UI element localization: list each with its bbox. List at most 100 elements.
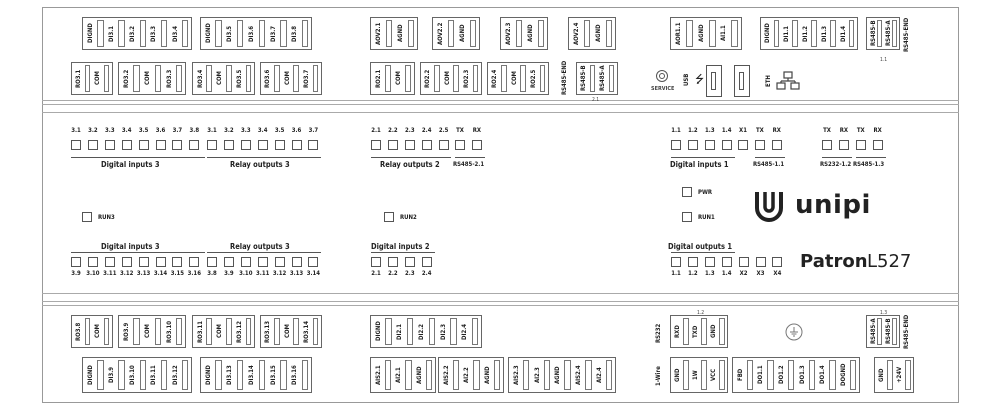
terminal-screw[interactable] — [133, 318, 140, 345]
terminal-screw[interactable] — [537, 20, 545, 47]
terminal-screw[interactable] — [500, 65, 507, 92]
terminal-screw[interactable] — [767, 360, 774, 390]
terminal-screw[interactable] — [877, 318, 883, 345]
terminal-screw[interactable] — [384, 65, 391, 92]
service-button[interactable] — [656, 70, 668, 82]
terminal-screw[interactable] — [473, 360, 480, 390]
terminal-screw[interactable] — [683, 360, 689, 390]
terminal-screw[interactable] — [830, 20, 836, 47]
terminal-screw[interactable] — [701, 318, 707, 345]
usb-port-2[interactable] — [734, 65, 750, 97]
terminal-screw[interactable] — [887, 360, 893, 390]
terminal-screw[interactable] — [433, 65, 440, 92]
terminal-screw[interactable] — [225, 318, 232, 345]
terminal-screw[interactable] — [453, 65, 460, 92]
terminal-screw[interactable] — [133, 65, 140, 92]
terminal-screw[interactable] — [520, 65, 527, 92]
terminal-screw[interactable] — [84, 318, 91, 345]
terminal-screw[interactable] — [469, 20, 477, 47]
terminal-screw[interactable] — [280, 360, 287, 390]
terminal-screw[interactable] — [494, 360, 501, 390]
terminal-screw[interactable] — [118, 20, 125, 47]
usb-port-1[interactable] — [706, 65, 722, 97]
terminal-screw[interactable] — [280, 20, 287, 47]
terminal-screw[interactable] — [589, 65, 596, 92]
terminal-screw[interactable] — [708, 20, 716, 47]
terminal-screw[interactable] — [605, 20, 613, 47]
terminal-screw[interactable] — [426, 360, 433, 390]
terminal-screw[interactable] — [543, 360, 550, 390]
terminal-screw[interactable] — [245, 65, 252, 92]
terminal-screw[interactable] — [608, 65, 615, 92]
terminal-screw[interactable] — [606, 360, 613, 390]
terminal-screw[interactable] — [258, 20, 266, 47]
terminal-screw[interactable] — [450, 318, 457, 345]
terminal-screw[interactable] — [447, 20, 455, 47]
terminal-screw[interactable] — [683, 318, 689, 345]
terminal-screw[interactable] — [312, 65, 319, 92]
terminal-screw[interactable] — [273, 65, 280, 92]
terminal-screw[interactable] — [585, 360, 592, 390]
terminal-screw[interactable] — [892, 20, 898, 47]
terminal-screw[interactable] — [258, 360, 266, 390]
terminal-screw[interactable] — [564, 360, 571, 390]
terminal-screw[interactable] — [471, 318, 479, 345]
terminal-screw[interactable] — [312, 318, 319, 345]
terminal-screw[interactable] — [301, 360, 309, 390]
terminal-screw[interactable] — [515, 20, 523, 47]
terminal-screw[interactable] — [273, 318, 280, 345]
terminal-screw[interactable] — [792, 20, 799, 47]
terminal-screw[interactable] — [154, 65, 161, 92]
terminal-screw[interactable] — [583, 20, 591, 47]
terminal-screw[interactable] — [293, 318, 300, 345]
terminal-screw[interactable] — [808, 360, 815, 390]
terminal-screw[interactable] — [154, 318, 161, 345]
terminal-screw[interactable] — [175, 65, 183, 92]
terminal-screw[interactable] — [731, 20, 739, 47]
terminal-screw[interactable] — [160, 20, 168, 47]
terminal-screw[interactable] — [103, 65, 110, 92]
terminal-screw[interactable] — [97, 360, 104, 390]
terminal-screw[interactable] — [384, 360, 391, 390]
terminal-screw[interactable] — [686, 20, 693, 47]
terminal-screw[interactable] — [829, 360, 836, 390]
terminal-screw[interactable] — [206, 65, 213, 92]
terminal-screw[interactable] — [301, 20, 309, 47]
terminal-screw[interactable] — [788, 360, 795, 390]
terminal-screw[interactable] — [701, 360, 707, 390]
terminal-screw[interactable] — [811, 20, 817, 47]
terminal-screw[interactable] — [848, 20, 855, 47]
terminal-screw[interactable] — [181, 20, 189, 47]
terminal-screw[interactable] — [160, 360, 168, 390]
terminal-screw[interactable] — [428, 318, 436, 345]
terminal-screw[interactable] — [472, 65, 479, 92]
terminal-screw[interactable] — [225, 65, 232, 92]
terminal-screw[interactable] — [245, 318, 252, 345]
terminal-screw[interactable] — [719, 360, 725, 390]
terminal-screw[interactable] — [405, 65, 412, 92]
terminal-screw[interactable] — [407, 20, 415, 47]
terminal-screw[interactable] — [385, 318, 392, 345]
terminal-screw[interactable] — [877, 20, 883, 47]
terminal-screw[interactable] — [293, 65, 300, 92]
terminal-screw[interactable] — [892, 318, 898, 345]
terminal-screw[interactable] — [97, 20, 104, 47]
terminal-screw[interactable] — [206, 318, 213, 345]
terminal-screw[interactable] — [385, 20, 393, 47]
terminal-screw[interactable] — [406, 318, 414, 345]
terminal-screw[interactable] — [215, 20, 222, 47]
terminal-screw[interactable] — [452, 360, 459, 390]
terminal-screw[interactable] — [405, 360, 412, 390]
terminal-screw[interactable] — [719, 318, 725, 345]
terminal-screw[interactable] — [139, 360, 146, 390]
terminal-screw[interactable] — [84, 65, 91, 92]
terminal-screw[interactable] — [773, 20, 780, 47]
terminal-screw[interactable] — [139, 20, 146, 47]
terminal-screw[interactable] — [118, 360, 125, 390]
terminal-screw[interactable] — [236, 360, 244, 390]
terminal-screw[interactable] — [522, 360, 530, 390]
terminal-screw[interactable] — [746, 360, 753, 390]
terminal-screw[interactable] — [215, 360, 222, 390]
terminal-screw[interactable] — [103, 318, 110, 345]
terminal-screw[interactable] — [175, 318, 183, 345]
